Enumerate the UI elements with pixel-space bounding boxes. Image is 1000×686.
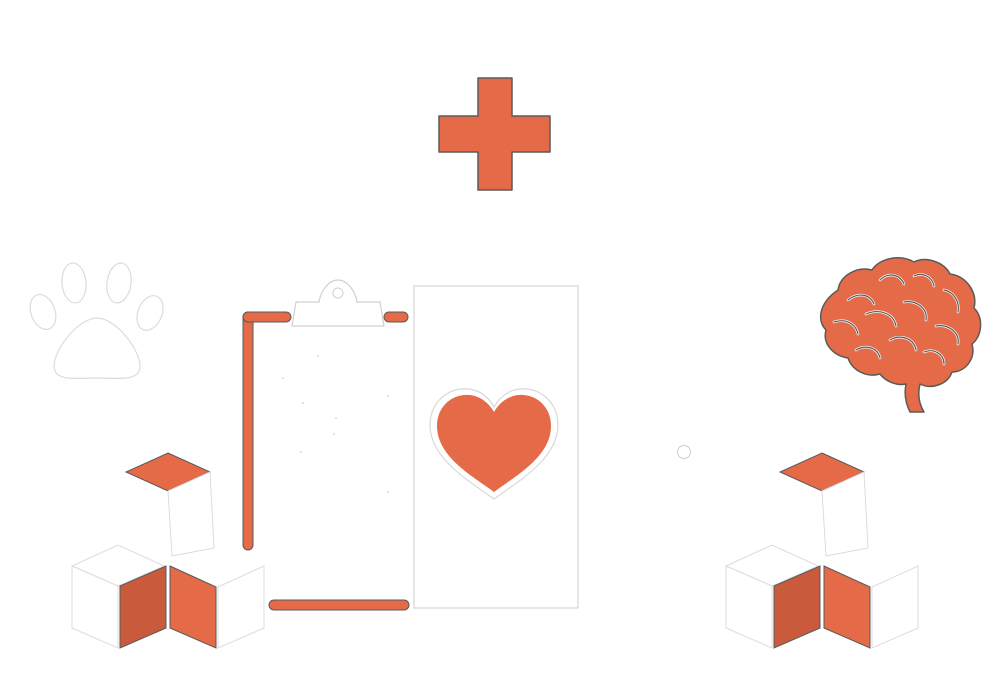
medical-cross-icon [438, 77, 551, 191]
isometric-blocks-left-icon [70, 452, 265, 649]
heart-icon [429, 388, 559, 500]
paw-print-icon [29, 262, 164, 380]
paper-marks [282, 355, 389, 493]
isometric-blocks-right-icon [724, 452, 919, 649]
clipboard-icon [242, 279, 410, 611]
decorative-dot [676, 444, 692, 460]
brain-icon [819, 257, 982, 413]
